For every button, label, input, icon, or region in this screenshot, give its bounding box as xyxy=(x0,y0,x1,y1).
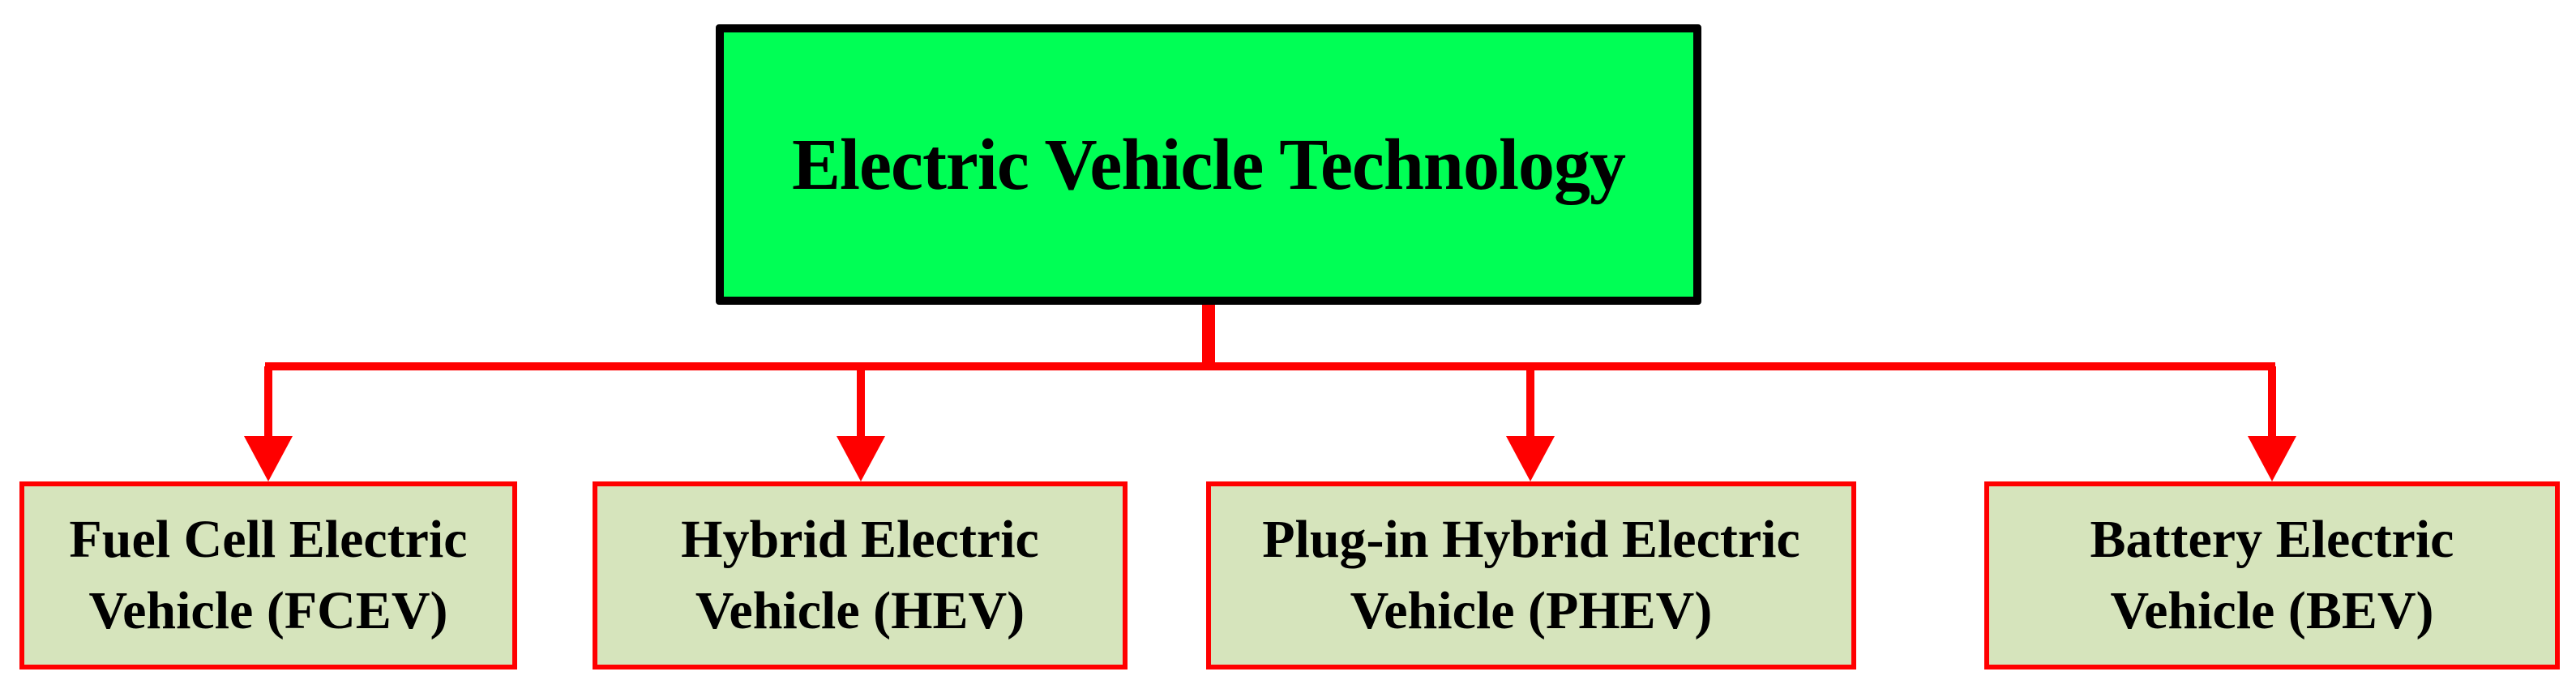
child-node-label-fcev: Fuel Cell Electric Vehicle (FCEV) xyxy=(69,510,468,640)
child-node-label-phev: Plug-in Hybrid Electric Vehicle (PHEV) xyxy=(1262,510,1800,640)
arrowhead-phev-icon xyxy=(1506,436,1555,481)
arrowhead-hev-icon xyxy=(837,436,885,481)
child-node-label-hev: Hybrid Electric Vehicle (HEV) xyxy=(681,510,1039,640)
arrowhead-bev-icon xyxy=(2248,436,2296,481)
child-node-phev: Plug-in Hybrid Electric Vehicle (PHEV) xyxy=(1206,481,1856,669)
child-node-bev: Battery Electric Vehicle (BEV) xyxy=(1984,481,2560,669)
child-node-fcev: Fuel Cell Electric Vehicle (FCEV) xyxy=(19,481,517,669)
arrowhead-fcev-icon xyxy=(244,436,293,481)
root-node-electric-vehicle-technology: Electric Vehicle Technology xyxy=(716,24,1701,305)
child-node-hev: Hybrid Electric Vehicle (HEV) xyxy=(593,481,1128,669)
root-node-label: Electric Vehicle Technology xyxy=(792,124,1626,205)
child-node-label-bev: Battery Electric Vehicle (BEV) xyxy=(2090,510,2454,640)
